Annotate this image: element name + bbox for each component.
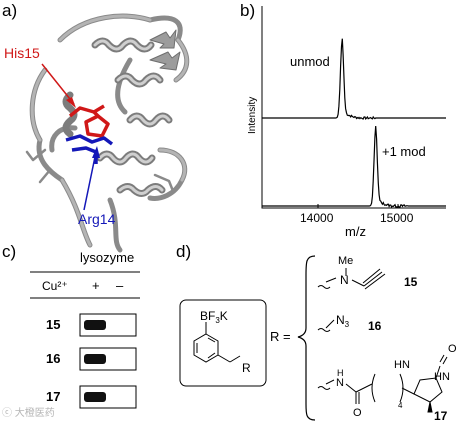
- cu2-label: Cu²⁺: [42, 279, 68, 293]
- sub17-hn1: HN: [394, 359, 410, 371]
- row-16-label: 16: [46, 351, 60, 366]
- x-axis-tick-labels: 14000 15000: [300, 211, 414, 225]
- sub15-n: N: [340, 273, 349, 287]
- series-unmod-label: unmod: [290, 54, 330, 69]
- arg14-arrow: [83, 151, 97, 211]
- y-axis-label: Intensity: [247, 97, 258, 134]
- r-group-atom: R: [242, 361, 251, 375]
- panel-d-label: d): [176, 242, 192, 261]
- structure-panel: [179, 255, 448, 421]
- his15-residue: [68, 104, 110, 138]
- blot-16-frame: [79, 347, 137, 371]
- watermark: ⓒ 大橙医药: [2, 408, 55, 419]
- blot-15-frame: [79, 313, 137, 337]
- substituent-17-bonds: [317, 354, 448, 413]
- cu-minus-label: –: [116, 278, 124, 293]
- x-axis-label: m/z: [345, 224, 366, 239]
- row-15-label: 15: [46, 317, 60, 332]
- cu-plus-label: +: [92, 278, 100, 293]
- sub17-h-amide: H: [337, 368, 344, 378]
- substituent-15-bonds: [317, 268, 386, 290]
- bf3k-label: BF3K: [200, 309, 228, 325]
- protein-ribbon-structure: [25, 13, 190, 253]
- sub17-id: 17: [434, 409, 448, 423]
- mass-spectra-chart: 14000 15000 unmod +1 mod m/z Intensity: [247, 6, 446, 239]
- biotin-ring: [413, 377, 443, 403]
- row-17-label: 17: [46, 389, 60, 404]
- arg14-label: Arg14: [78, 211, 116, 227]
- arg14-arrowhead-icon: [92, 146, 100, 158]
- sub17-hn2: HN: [434, 371, 450, 383]
- panel-c-label: c): [2, 242, 17, 261]
- r-equals-label: R =: [270, 329, 291, 344]
- series-unmod-trace: [262, 38, 446, 120]
- benzene-ring: [193, 322, 241, 363]
- sub17-o-amide: O: [353, 407, 362, 419]
- blot-16-band: [84, 354, 106, 364]
- sub15-me: Me: [338, 255, 353, 267]
- series-plus1-mod-trace: [262, 126, 446, 208]
- sub16-azide: N3: [336, 313, 350, 329]
- x-tick-label-14000: 14000: [300, 211, 334, 225]
- blot-15-band: [84, 320, 106, 330]
- panel-b-label: b): [240, 1, 256, 20]
- his15-arrowhead-icon: [66, 97, 76, 108]
- lysozyme-blot-panel: lysozyme Cu²⁺ + – 15 16 17: [30, 250, 140, 409]
- sub17-n-amide: N: [336, 377, 344, 389]
- panel-a-label: a): [2, 1, 18, 20]
- substituent-brace: [297, 255, 316, 421]
- blot-17-frame: [79, 385, 137, 409]
- sub17-sub4: 4: [398, 401, 403, 410]
- arg14-residue: [65, 134, 114, 164]
- sub16-id: 16: [368, 319, 382, 333]
- his15-label: His15: [4, 45, 40, 61]
- blot-17-band: [84, 392, 106, 402]
- substituent-16-bond: [317, 319, 335, 332]
- lysozyme-header: lysozyme: [80, 250, 134, 265]
- sub15-id: 15: [404, 275, 418, 289]
- y-axis: [261, 6, 446, 209]
- sub17-o-urea: O: [448, 343, 457, 355]
- reagent-box: [179, 299, 267, 387]
- series-plus1-mod-label: +1 mod: [382, 144, 426, 159]
- his15-arrow: [41, 63, 75, 105]
- x-tick-label-15000: 15000: [380, 211, 414, 225]
